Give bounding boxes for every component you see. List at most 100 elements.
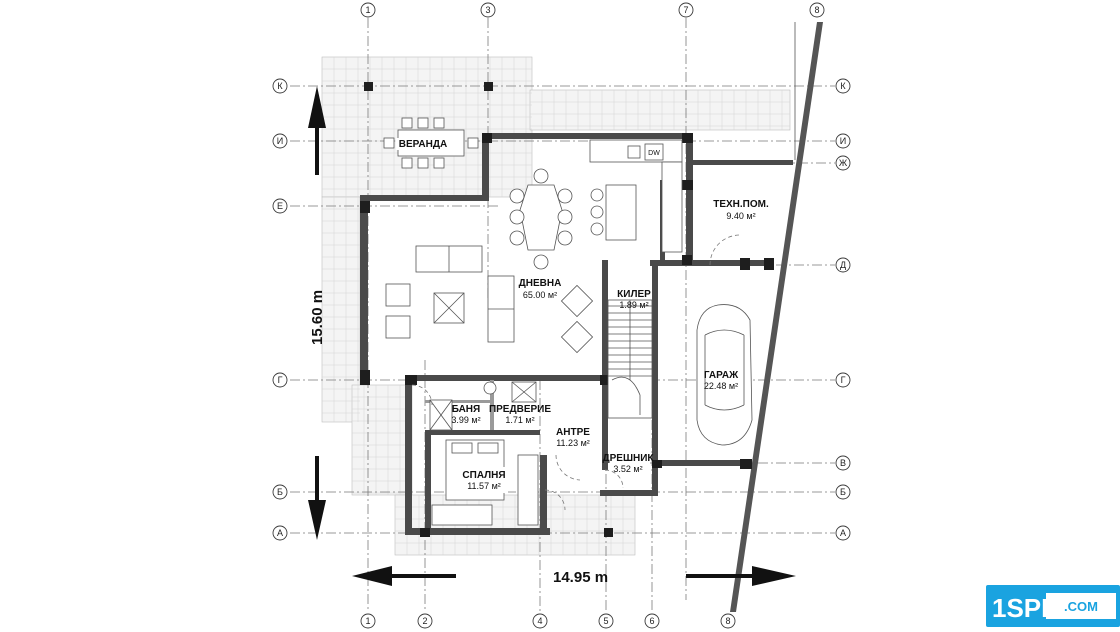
stairs [607, 299, 653, 419]
room-garage: ГАРАЖ 22.48 м² [704, 370, 739, 391]
room-pantry: КИЛЕР 1.89 м² [617, 289, 651, 310]
grid-bubble-right-v: В [835, 455, 851, 471]
grid-bubble-left-a: А [272, 525, 288, 541]
room-wardrobe: ДРЕШНИК 3.52 м² [602, 453, 654, 474]
veranda-table [383, 117, 479, 169]
grid-bubble-left-k: К [272, 78, 288, 94]
svg-text:ВЕРАНДА: ВЕРАНДА [399, 139, 447, 150]
grid-bubble-right-i: И [835, 133, 851, 149]
svg-text:ДРЕШНИК: ДРЕШНИК [602, 453, 654, 464]
svg-text:1: 1 [365, 5, 370, 15]
grid-bubbles: 1 3 7 8 1 2 4 5 6 8 К И Е Г Б А К И Ж Д … [272, 2, 851, 629]
room-living: ДНЕВНА 65.00 м² [519, 278, 562, 300]
grid-bubble-top-8: 8 [809, 2, 825, 18]
svg-text:Ж: Ж [839, 158, 848, 168]
room-bathroom: БАНЯ 3.99 м² [451, 404, 480, 425]
svg-text:8: 8 [814, 5, 819, 15]
garage-car [696, 304, 753, 446]
living-furniture [385, 245, 594, 354]
arrow-down-icon [308, 456, 326, 540]
svg-text:1.89 м²: 1.89 м² [619, 300, 648, 310]
svg-text:Б: Б [840, 487, 846, 497]
logo-suffix-text: .COM [1064, 599, 1098, 614]
svg-text:АНТРЕ: АНТРЕ [556, 427, 590, 438]
room-labels: ВЕРАНДА ДНЕВНА 65.00 м² ТЕХН.ПОМ. 9.40 м… [396, 138, 769, 493]
svg-text:7: 7 [683, 5, 688, 15]
bath-fixtures [429, 381, 537, 431]
depth-dimension: 15.60 m [309, 290, 326, 345]
direction-arrows [308, 86, 796, 586]
svg-text:Г: Г [278, 375, 283, 385]
grid-bubble-left-e: Е [272, 198, 288, 214]
svg-text:ТЕХН.ПОМ.: ТЕХН.ПОМ. [713, 199, 769, 210]
grid-bubble-right-zh: Ж [835, 155, 851, 171]
grid-bubble-right-g: Г [835, 372, 851, 388]
room-tech: ТЕХН.ПОМ. 9.40 м² [713, 199, 769, 221]
svg-text:6: 6 [649, 616, 654, 626]
kitchen: DW [589, 139, 683, 253]
grid-bubble-bottom-1: 1 [360, 613, 376, 629]
svg-text:Д: Д [840, 260, 846, 270]
svg-text:3.52 м²: 3.52 м² [613, 464, 642, 474]
svg-text:11.23 м²: 11.23 м² [556, 438, 590, 448]
svg-text:3: 3 [485, 5, 490, 15]
grid-bubble-top-7: 7 [678, 2, 694, 18]
grid-bubble-bottom-6: 6 [644, 613, 660, 629]
svg-text:К: К [840, 81, 846, 91]
svg-text:КИЛЕР: КИЛЕР [617, 289, 651, 300]
room-bedroom: СПАЛНЯ 11.57 м² [460, 467, 508, 493]
arrow-right-icon [686, 566, 796, 586]
svg-text:ПРЕДВЕРИЕ: ПРЕДВЕРИЕ [489, 404, 551, 415]
svg-text:ГАРАЖ: ГАРАЖ [704, 370, 739, 381]
svg-text:В: В [840, 458, 846, 468]
room-vestibule: ПРЕДВЕРИЕ 1.71 м² [489, 404, 551, 425]
svg-text:СПАЛНЯ: СПАЛНЯ [462, 470, 505, 481]
svg-text:1: 1 [365, 616, 370, 626]
svg-text:А: А [840, 528, 846, 538]
svg-text:8: 8 [725, 616, 730, 626]
grid-bubble-left-b: Б [272, 484, 288, 500]
svg-text:22.48 м²: 22.48 м² [704, 381, 738, 391]
grid-bubble-right-k: К [835, 78, 851, 94]
grid-bubble-top-3: 3 [480, 2, 496, 18]
grid-bubble-right-b: Б [835, 484, 851, 500]
grid-bubble-top-1: 1 [360, 2, 376, 18]
svg-text:4: 4 [537, 616, 542, 626]
svg-text:БАНЯ: БАНЯ [452, 404, 480, 415]
svg-text:2: 2 [422, 616, 427, 626]
svg-text:9.40 м²: 9.40 м² [726, 211, 755, 221]
arrow-up-icon [308, 86, 326, 175]
logo: 1SPD .COM [986, 585, 1120, 627]
columns [360, 82, 774, 537]
svg-text:1.71 м²: 1.71 м² [505, 415, 534, 425]
grid-bubble-bottom-5: 5 [598, 613, 614, 629]
grid-bubble-left-i: И [272, 133, 288, 149]
dining-table [509, 168, 573, 270]
arrow-left-icon [352, 566, 456, 586]
svg-text:3.99 м²: 3.99 м² [451, 415, 480, 425]
width-dimension: 14.95 m [553, 569, 608, 586]
svg-text:Г: Г [841, 375, 846, 385]
room-veranda: ВЕРАНДА [396, 138, 450, 150]
door-swings [411, 234, 741, 511]
svg-text:5: 5 [603, 616, 608, 626]
svg-text:Б: Б [277, 487, 283, 497]
room-hall: АНТРЕ 11.23 м² [556, 427, 590, 448]
svg-text:ДНЕВНА: ДНЕВНА [519, 278, 562, 289]
svg-text:К: К [277, 81, 283, 91]
grid-bubble-left-g: Г [272, 372, 288, 388]
property-boundary [730, 22, 823, 612]
svg-text:65.00 м²: 65.00 м² [523, 290, 557, 300]
grid-bubble-right-d: Д [835, 257, 851, 273]
dishwasher-label: DW [648, 150, 660, 157]
grid-bubble-right-a: А [835, 525, 851, 541]
svg-text:И: И [840, 136, 846, 146]
logo-main-text: 1SPD [992, 593, 1060, 623]
svg-text:11.57 м²: 11.57 м² [467, 481, 501, 491]
grid-bubble-bottom-8: 8 [720, 613, 736, 629]
svg-text:И: И [277, 136, 283, 146]
grid-bubble-bottom-2: 2 [417, 613, 433, 629]
grid-bubble-bottom-4: 4 [532, 613, 548, 629]
svg-text:Е: Е [277, 201, 283, 211]
